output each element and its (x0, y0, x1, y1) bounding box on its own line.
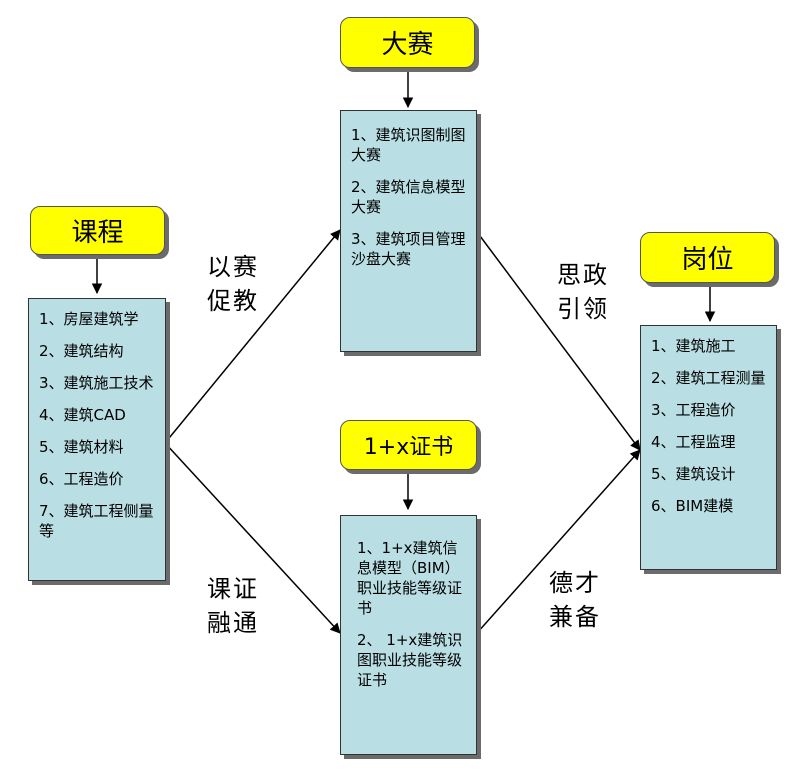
job-item: 6、BIM建模 (651, 497, 734, 515)
course-item: 3、建筑施工技术 (39, 374, 154, 392)
course-item: 2、建筑结构 (39, 342, 124, 360)
course-item: 7、建筑工程侧量等 (39, 502, 154, 540)
arrow-certificate-to-jobs (476, 449, 641, 634)
contest-tag-label: 大赛 (381, 30, 434, 60)
certificate-item: 1、1+x建筑信息模型（BIM）职业技能等级证书 (357, 539, 463, 617)
certificate-tag: 1+x证书 (340, 420, 477, 470)
job-item: 5、建筑设计 (651, 465, 736, 483)
course-item: 5、建筑材料 (39, 438, 124, 456)
jobs-list: 1、建筑施工 2、建筑工程测量 3、工程造价 4、工程监理 5、建筑设计 6、B… (651, 336, 768, 516)
course-item: 4、建筑CAD (39, 406, 126, 424)
contest-tag: 大赛 (340, 17, 475, 68)
course-item: 6、工程造价 (39, 470, 124, 488)
job-item: 4、工程监理 (651, 433, 736, 451)
label-course-cert-integration: 课证融通 (207, 575, 259, 637)
arrow-contest-to-jobs (476, 231, 641, 451)
certificate-item: 2、 1+x建筑识图职业技能等级证书 (357, 631, 463, 689)
label-ideology-leads: 思政引领 (557, 261, 609, 323)
arrow-courses-to-contest (164, 229, 341, 444)
label-contest-promotes-teaching: 以赛促教 (207, 253, 259, 315)
contest-box: 1、建筑识图制图大赛 2、建筑信息模型大赛 3、建筑项目管理沙盘大赛 (340, 110, 477, 352)
certificate-list: 1、1+x建筑信息模型（BIM）职业技能等级证书 2、 1+x建筑识图职业技能等… (357, 538, 466, 690)
course-item: 1、房屋建筑学 (39, 310, 139, 328)
courses-list: 1、房屋建筑学 2、建筑结构 3、建筑施工技术 4、建筑CAD 5、建筑材料 6… (39, 309, 157, 541)
jobs-tag-label: 岗位 (681, 245, 734, 275)
jobs-tag: 岗位 (640, 232, 775, 283)
label-virtue-talent: 德才兼备 (549, 569, 601, 631)
contest-item: 2、建筑信息模型大赛 (351, 178, 466, 216)
contest-item: 3、建筑项目管理沙盘大赛 (351, 230, 466, 268)
arrow-courses-to-certificate (164, 442, 341, 634)
courses-tag: 课程 (30, 206, 165, 255)
job-item: 3、工程造价 (651, 401, 736, 419)
certificate-box: 1、1+x建筑信息模型（BIM）职业技能等级证书 2、 1+x建筑识图职业技能等… (340, 515, 477, 755)
job-item: 2、建筑工程测量 (651, 369, 766, 387)
contest-list: 1、建筑识图制图大赛 2、建筑信息模型大赛 3、建筑项目管理沙盘大赛 (351, 125, 468, 269)
contest-item: 1、建筑识图制图大赛 (351, 126, 466, 164)
jobs-box: 1、建筑施工 2、建筑工程测量 3、工程造价 4、工程监理 5、建筑设计 6、B… (640, 325, 777, 570)
courses-tag-label: 课程 (71, 218, 124, 248)
job-item: 1、建筑施工 (651, 337, 736, 355)
certificate-tag-label: 1+x证书 (363, 435, 454, 460)
courses-box: 1、房屋建筑学 2、建筑结构 3、建筑施工技术 4、建筑CAD 5、建筑材料 6… (28, 298, 166, 581)
